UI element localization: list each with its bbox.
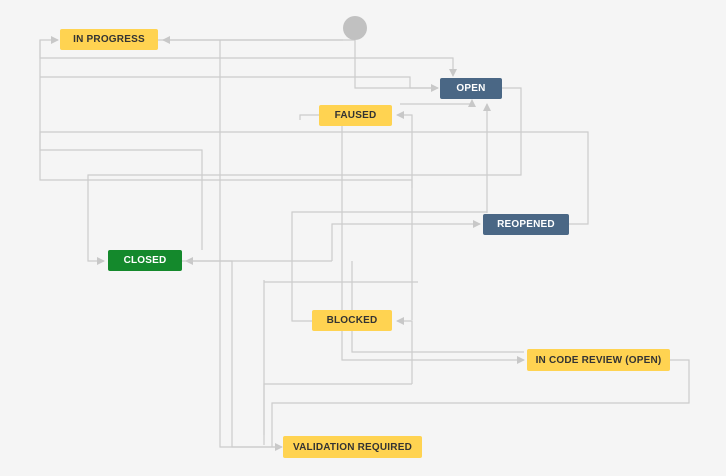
status-in-code-review[interactable]: IN CODE REVIEW (OPEN) [527,349,670,371]
status-paused[interactable]: FAUSED [319,105,392,126]
start-node[interactable] [343,16,367,40]
transition-start-to-open [354,40,439,92]
status-closed[interactable]: CLOSED [108,250,182,271]
transition-paused-left [299,114,319,120]
status-in-progress[interactable]: IN PROGRESS [60,29,158,50]
status-validation-required[interactable]: VALIDATION REQUIRED [283,436,422,458]
transition-reopened-right [39,131,589,250]
transition-blocked-left [291,211,487,322]
transition-open-to-in-progress [40,76,438,89]
transition-code-review-to-validation [271,359,690,447]
transition-to-paused [396,111,413,320]
status-reopened[interactable]: REOPENED [483,214,569,235]
status-open[interactable]: OPEN [440,78,502,99]
transition-paused-to-open [400,99,476,107]
transition-blocked-to-code-review-b [351,261,524,353]
transition-in-progress-validation [219,40,283,451]
transition-blocked-to-reopened [331,220,481,261]
transition-to-blocked [396,317,413,384]
transition-blocked-to-code-review [341,110,525,364]
status-blocked[interactable]: BLOCKED [312,310,392,331]
transition-open-right-loop [87,87,522,265]
transition-closed-down [182,260,282,448]
